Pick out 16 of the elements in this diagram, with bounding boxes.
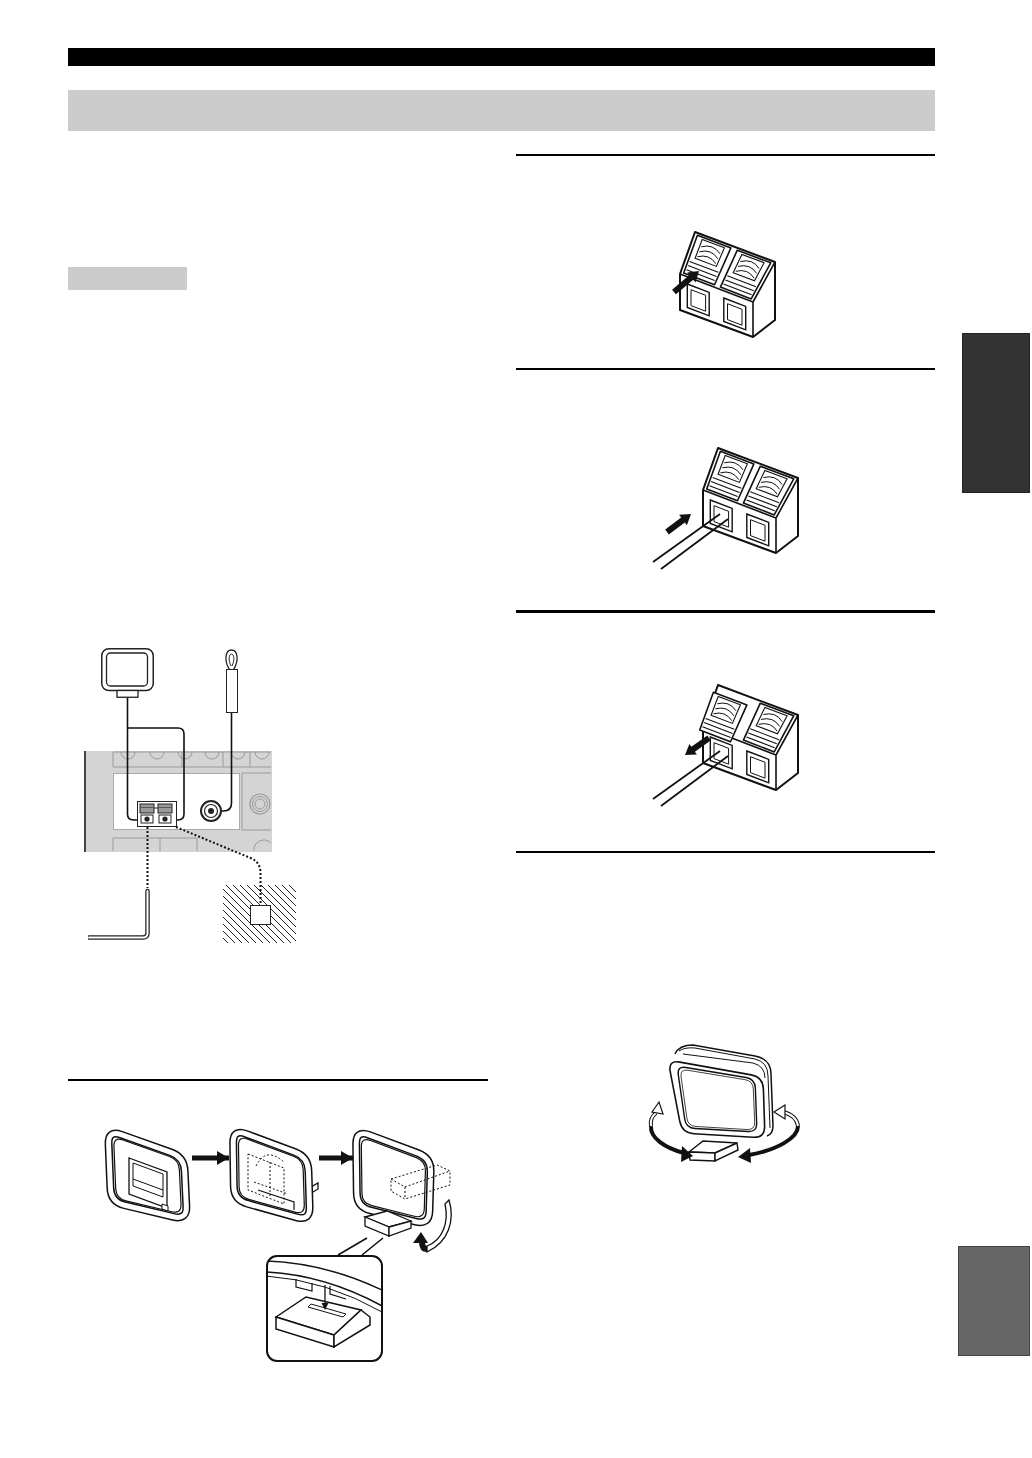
- side-tab: [958, 1246, 1030, 1356]
- title-band: [68, 90, 935, 131]
- callout-line: [337, 1237, 384, 1256]
- antenna-cable: [126, 697, 185, 821]
- dotted-wire: [146, 826, 149, 889]
- antenna-wire-drawing: [88, 888, 151, 941]
- antenna-cable: [221, 712, 233, 812]
- step-arrow: [192, 1151, 229, 1165]
- side-tab: [962, 333, 1030, 493]
- step-arrow: [319, 1151, 353, 1165]
- loop-antenna-drawing: [101, 648, 154, 698]
- ground-connector: [250, 905, 271, 925]
- rear-panel: [84, 751, 272, 852]
- dotted-wire: [175, 826, 262, 906]
- detail-inset-drawing: [266, 1255, 383, 1362]
- note-band: [68, 267, 187, 290]
